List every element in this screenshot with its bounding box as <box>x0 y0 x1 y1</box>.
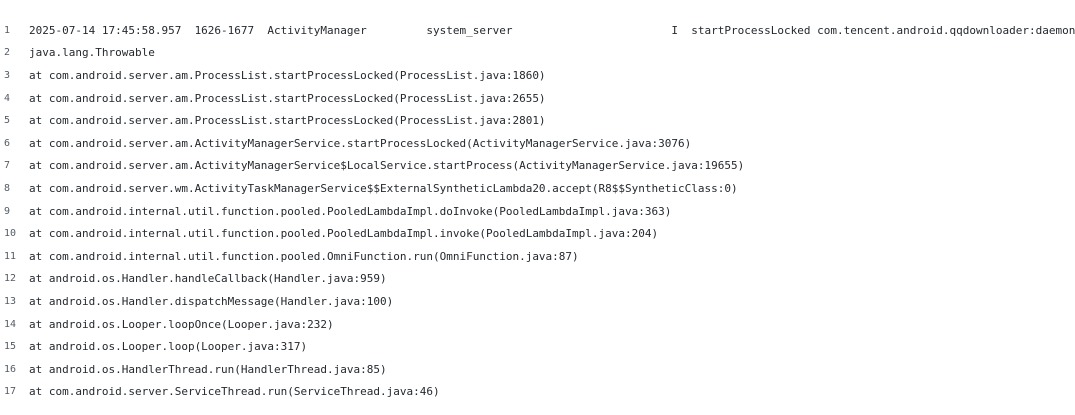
log-line: 5 at com.android.server.am.ProcessList.st… <box>0 109 1058 132</box>
line-number: 16 <box>4 363 17 375</box>
line-text: at android.os.Handler.dispatchMessage(Ha… <box>29 294 394 308</box>
line-number: 6 <box>4 137 11 149</box>
line-number: 4 <box>4 92 11 104</box>
line-text: at android.os.Looper.loopOnce(Looper.jav… <box>29 317 334 331</box>
line-text: at android.os.Looper.loop(Looper.java:31… <box>29 340 308 354</box>
line-number: 14 <box>4 318 17 330</box>
line-text: at com.android.server.am.ActivityManager… <box>29 136 692 150</box>
line-text: at com.android.internal.util.function.po… <box>29 204 672 218</box>
log-line: 14 at android.os.Looper.loopOnce(Looper.j… <box>0 313 1058 336</box>
line-text: at com.android.server.am.ProcessList.sta… <box>29 91 546 105</box>
line-number: 11 <box>4 250 17 262</box>
log-line: 8 at com.android.server.wm.ActivityTaskMa… <box>0 177 1058 200</box>
line-text: at com.android.server.ServiceThread.run(… <box>29 385 440 399</box>
line-number: 9 <box>4 205 11 217</box>
line-number: 12 <box>4 273 17 285</box>
log-line: 12 at android.os.Handler.handleCallback(H… <box>0 268 1058 291</box>
line-text: java.lang.Throwable <box>29 46 155 60</box>
log-line: 11 at com.android.internal.util.function.… <box>0 245 1058 268</box>
line-text: at com.android.server.am.ActivityManager… <box>29 159 745 173</box>
log-line: 13 at android.os.Handler.dispatchMessage(… <box>0 290 1058 313</box>
line-text: at com.android.server.wm.ActivityTaskMan… <box>29 181 738 195</box>
line-number: 2 <box>4 47 11 59</box>
log-line: 1 2025-07-14 17:45:58.957 1626-1677 Activ… <box>0 19 1075 42</box>
log-line: 15 at android.os.Looper.loop(Looper.java:… <box>0 335 1058 358</box>
log-line: 16 at android.os.HandlerThread.run(Handle… <box>0 358 1058 381</box>
log-line: 10 at com.android.internal.util.function.… <box>0 222 1058 245</box>
log-line: 9 at com.android.internal.util.function.p… <box>0 200 1058 223</box>
line-number: 10 <box>4 228 17 240</box>
line-number: 3 <box>4 69 11 81</box>
line-text: at android.os.Handler.handleCallback(Han… <box>29 272 387 286</box>
line-number: 7 <box>4 160 11 172</box>
line-number: 15 <box>4 341 17 353</box>
line-number: 13 <box>4 295 17 307</box>
log-line: 7 at com.android.server.am.ActivityManage… <box>0 155 1058 178</box>
line-text: at android.os.HandlerThread.run(HandlerT… <box>29 362 387 376</box>
log-line: 4 at com.android.server.am.ProcessList.st… <box>0 87 1058 110</box>
line-number: 1 <box>4 24 11 36</box>
line-number: 17 <box>4 386 17 398</box>
line-text: at com.android.internal.util.function.po… <box>29 249 579 263</box>
log-line: 2 java.lang.Throwable <box>0 42 1058 65</box>
line-text: 2025-07-14 17:45:58.957 1626-1677 Activi… <box>29 23 1075 37</box>
log-line: 3 at com.android.server.am.ProcessList.st… <box>0 64 1058 87</box>
line-text: at com.android.internal.util.function.po… <box>29 227 659 241</box>
line-number: 5 <box>4 115 11 127</box>
log-line: 17 at com.android.server.ServiceThread.ru… <box>0 381 1058 404</box>
line-text: at com.android.server.am.ProcessList.sta… <box>29 68 546 82</box>
line-number: 8 <box>4 182 11 194</box>
log-line: 6 at com.android.server.am.ActivityManage… <box>0 132 1058 155</box>
line-text: at com.android.server.am.ProcessList.sta… <box>29 114 546 128</box>
